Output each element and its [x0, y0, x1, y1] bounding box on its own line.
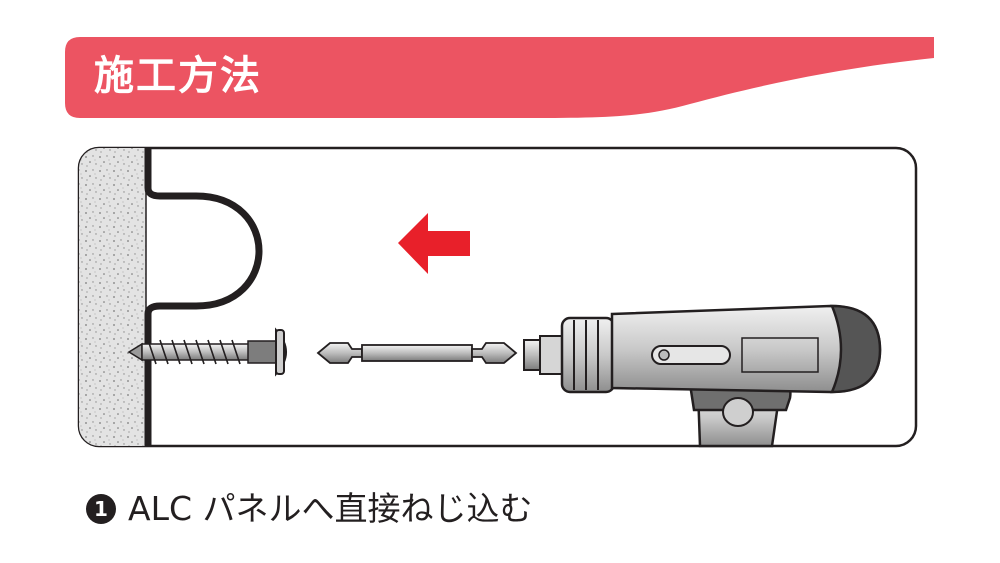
driver-bit-icon: [316, 342, 518, 364]
step-text: ALC パネルへ直接ねじ込む: [128, 489, 533, 528]
alc-panel-wall-icon: [79, 148, 146, 446]
insert-direction-arrow-icon: [398, 213, 470, 274]
installation-illustration: [77, 146, 918, 448]
illustration-frame: [77, 146, 918, 448]
header-background: [65, 37, 934, 118]
cordless-drill-icon: [523, 304, 882, 448]
bracket-icon: [144, 148, 263, 446]
screw-icon: [127, 327, 287, 377]
step-number-badge: 1: [86, 494, 116, 524]
step-caption: 1 ALC パネルへ直接ねじ込む: [86, 485, 533, 533]
header-banner: [65, 37, 934, 118]
page-title: 施工方法: [94, 53, 262, 99]
